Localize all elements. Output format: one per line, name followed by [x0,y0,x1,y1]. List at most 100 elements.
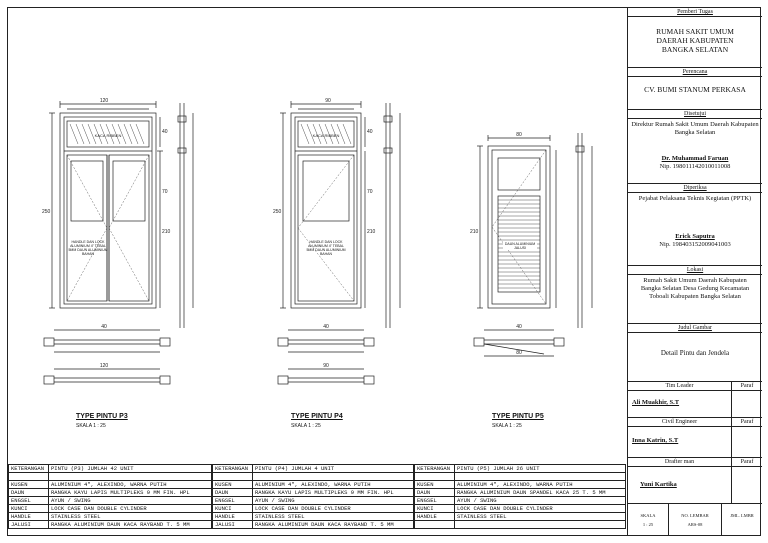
planner-header: Perencana [628,68,762,77]
scale-label: SKALA [640,513,656,518]
location-header: Lokasi [628,266,762,275]
spec-row-key: KUNCI [8,504,49,513]
spec-row-key: DAUN [212,488,253,497]
spec-header-value: PINTU (P3) JUMLAH 42 UNIT [48,464,212,473]
spec-row-value: RANGKA ALUMINIUM DAUN KACA RAYBAND T. 5 … [252,520,414,529]
p4-leaf-height-dim: 210 [367,229,376,235]
spec-row-key: HANDLE [414,512,455,521]
spec-row-key: KUSEN [414,480,455,489]
drafter-name: Yuni Kartika [628,467,732,504]
p3-top-height-dim: 40 [162,129,168,135]
team-leader-name: Ali Muakhir, S.T [628,391,732,418]
drawing-title-header: Judul Gambar [628,324,762,333]
count-label: JML. LMBR [730,513,754,518]
paraf-label: Paraf [740,383,754,389]
spec-row-value: LOCK CASE DAN DOUBLE CYLINDER [48,504,212,513]
approved-nip: Nip. 198011142010011008 [659,163,731,170]
p4-height-dim: 250 [273,209,282,215]
civil-section: Civil Engineer Paraf Inna Katrin, S.T [628,418,762,458]
p4-mid-height-dim: 70 [367,189,373,195]
spec-row-value: AYUN / SWING [252,496,414,505]
p3-frame-dim: 120 [100,363,109,369]
p3-caption: TYPE PINTU P3 [76,413,128,420]
spec-row-key: HANDLE [212,512,253,521]
team-leader-header: Tim Leader [628,382,732,390]
p3-leaf-dim: 40 [101,324,107,330]
spec-row-key: KUNCI [212,504,253,513]
team-leader-section: Tim Leader Paraf Ali Muakhir, S.T [628,382,762,418]
location-section: Lokasi Rumah Sakit Umum Daerah Kabupaten… [628,266,762,324]
approved-person: Dr. Muhammad Faruan [661,155,729,162]
spec-row-key [414,520,455,529]
spec-row-value: STAINLESS STEEL [454,512,626,521]
spec-row-value: LOCK CASE DAN DOUBLE CYLINDER [454,504,626,513]
p3-mid-height-dim: 70 [162,189,168,195]
paraf-label: Paraf [740,419,754,425]
p4-caption: TYPE PINTU P4 [291,413,343,420]
spec-row-key: KUNCI [414,504,455,513]
title-block: Pemberi Tugas RUMAH SAKIT UMUM DAERAH KA… [627,8,762,536]
checked-nip: Nip. 198403152009041003 [659,241,731,248]
approved-header: Disetujui [628,110,762,119]
sheet-value: ARS-08 [687,522,703,527]
checked-org: Pejabat Pelaksana Teknis Kegiatan (PPTK) [638,195,752,202]
spec-row-value: RANGKA KAYU LAPIS MULTIPLEKS 9 MM FIN. H… [48,488,212,497]
spec-row-key: DAUN [8,488,49,497]
owner-section: Pemberi Tugas RUMAH SAKIT UMUM DAERAH KA… [628,8,762,68]
spec-row-key: ENGSEL [212,496,253,505]
owner-name: RUMAH SAKIT UMUM DAERAH KABUPATEN BANGKA… [656,27,734,54]
p5-caption: TYPE PINTU P5 [492,413,544,420]
p5-leaf-dim: 40 [516,324,522,330]
spec-header-key: KETERANGAN [8,464,49,473]
p4-width-dim: 90 [325,98,331,104]
spec-row-value: ALUMINIUM 4", ALEXINDO, WARNA PUTIH [252,480,414,489]
door-p4-elevation [277,101,401,385]
spec-row-key: DAUN [414,488,455,497]
drawing-title: Detail Pintu dan Jendela [660,349,730,357]
approved-org: Direktur Rumah Sakit Umum Daerah Kabupat… [631,121,759,136]
door-p3-elevation [43,101,194,385]
p3-height-dim: 250 [42,209,51,215]
p3-scale: SKALA 1 : 25 [76,423,106,429]
p5-scale: SKALA 1 : 25 [492,423,522,429]
p3-width-dim: 120 [100,98,109,104]
spec-row-key: ENGSEL [414,496,455,505]
spec-row-key: ENGSEL [8,496,49,505]
spec-row-value: STAINLESS STEEL [252,512,414,521]
sheet-label: NO. LEMBAR [681,513,709,518]
drafter-section: Drafter man Paraf Yuni Kartika [628,458,762,504]
spec-header-key: KETERANGAN [212,464,253,473]
civil-header: Civil Engineer [628,418,732,426]
spec-row-value: LOCK CASE DAN DOUBLE CYLINDER [252,504,414,513]
p3-glass-label: KACA RIBBEN [95,133,122,138]
spec-row-key: KUSEN [212,480,253,489]
spec-row-key: JALUSI [8,520,49,529]
spec-header-value: PINTU (P4) JUMLAH 4 UNIT [252,464,414,473]
p4-glass-label: KACA RIBBEN [313,133,340,138]
planner-name: CV. BUMI STANUM PERKASA [644,85,746,94]
p5-height-dim: 210 [470,229,479,235]
spec-row-value: RANGKA KAYU LAPIS MULTIPLEKS 9 MM FIN. H… [252,488,414,497]
door-drawings: 120 40 120 250 210 40 70 KACA RIBBEN 90 … [42,98,593,385]
spec-row-value [454,520,626,529]
p4-leaf-dim: 40 [323,324,329,330]
owner-header: Pemberi Tugas [628,8,762,17]
spec-header-value: PINTU (P5) JUMLAH 26 UNIT [454,464,626,473]
paraf-label: Paraf [740,459,754,465]
spec-row-value: ALUMINIUM 4", ALEXINDO, WARNA PUTIH [454,480,626,489]
drawing-title-section: Judul Gambar Detail Pintu dan Jendela [628,324,762,382]
planner-section: Perencana CV. BUMI STANUM PERKASA [628,68,762,110]
spec-header-key: KETERANGAN [414,464,455,473]
civil-name: Inna Katrin, S.T [628,427,732,458]
drawing-frame [7,7,761,536]
spec-row-value: RANGKA ALUMINIUM DAUN KACA RAYBAND T. 5 … [48,520,212,529]
drafter-header: Drafter man [628,458,732,466]
spec-row-value: AYUN / SWING [48,496,212,505]
team-leader-signature [732,391,762,418]
spec-row-value: AYUN / SWING [454,496,626,505]
p4-scale: SKALA 1 : 25 [291,423,321,429]
p3-note: HANDLE DAN LOCK ALUMINIUM 4" TEBAL 5MM D… [68,240,108,256]
checked-section: Diperiksa Pejabat Pelaksana Teknis Kegia… [628,184,762,266]
